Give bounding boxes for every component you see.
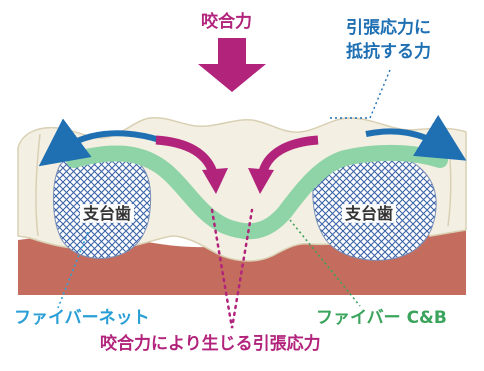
occlusal-force-label: 咬合力 [201, 12, 252, 32]
abutment-right-label: 支台歯 [342, 205, 397, 223]
occlusal-force-arrow [198, 38, 266, 92]
resist-label-line1: 引張応力に [346, 18, 431, 38]
tensile-stress-lines [210, 208, 254, 329]
fiber-cb-label: ファイバー C&B [316, 308, 447, 328]
resist-label-line2: 抵抗する力 [346, 42, 431, 62]
fiber-cb-bar [66, 144, 448, 240]
leader-resist [330, 69, 391, 119]
fiber-net-label: ファイバーネット [14, 308, 150, 328]
resist-arrow-right [365, 114, 467, 161]
resist-arrow-left [38, 118, 161, 167]
leader-fiber-net [57, 231, 89, 309]
tensile-stress-label: 咬合力により生じる引張応力 [100, 334, 321, 354]
leader-fiber-cb [289, 219, 361, 307]
abutment-left-label: 支台歯 [80, 205, 135, 223]
